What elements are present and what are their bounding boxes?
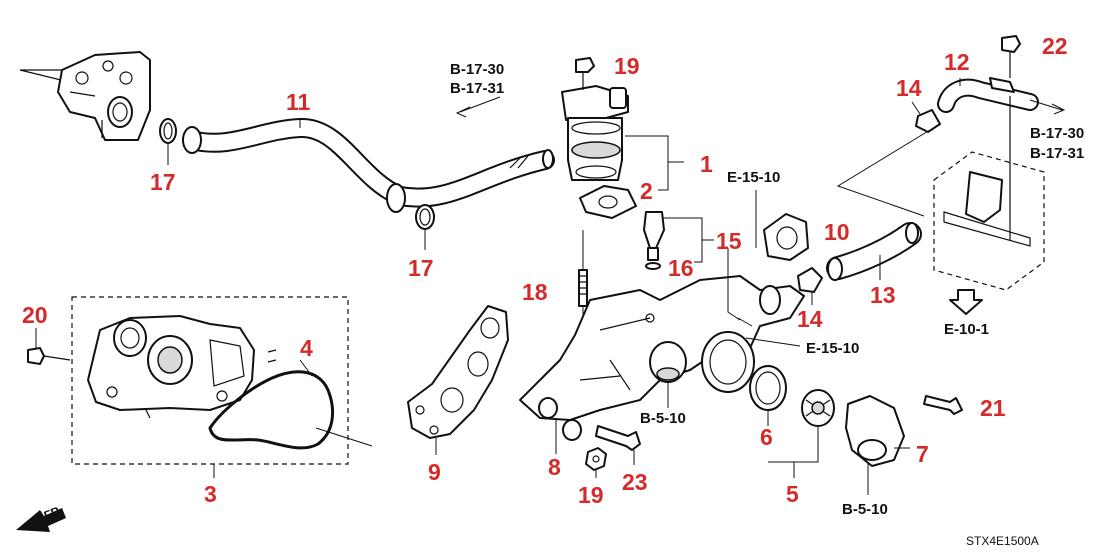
callout-19-bottom: 19 [578,482,604,508]
part-19-bolt-top [575,57,595,90]
callout-14-upper: 14 [896,75,922,101]
part-17-clamp-upper [159,118,177,165]
part-21-bolt [923,395,963,415]
part-14-clamp-upper [911,101,941,133]
callout-21: 21 [980,395,1006,421]
part-20-bolt [27,328,71,365]
ref-b5-10-center: B-5-10 [640,410,686,427]
callout-7: 7 [916,441,929,467]
engine-block-fragment [19,51,151,141]
callout-14-lower: 14 [797,306,823,332]
callout-13: 13 [870,282,896,308]
callout-8: 8 [548,454,561,480]
part-7-thermostat-cover [845,395,910,495]
ref-b17-31-top: B-17-31 [450,80,504,97]
ref-b17-top-leader [455,96,501,118]
part-13-bypass-hose [826,222,922,281]
part-12-hose [937,77,1066,115]
part-22-bolt [1001,35,1021,78]
callout-17-lower: 17 [408,255,434,281]
callout-16: 16 [668,255,694,281]
ref-b5-10-bottom: B-5-10 [842,501,888,518]
detail-view-bracket [933,96,1045,291]
callout-18: 18 [522,279,548,305]
part-4-gasket [208,359,373,450]
ref-e15-top-leader [667,190,801,408]
ref-e10-arrow [949,289,983,315]
part-19-nut [585,447,607,478]
callout-4: 4 [300,335,313,361]
part-10-gasket [763,213,809,261]
front-arrow-icon [16,508,66,532]
callout-5: 5 [786,481,799,507]
callout-12: 12 [944,49,970,75]
part-1-egr-valve [561,85,684,191]
part-6-o-ring [749,365,787,426]
ref-b17-31-right: B-17-31 [1030,145,1084,162]
callout-22: 22 [1042,33,1068,59]
callout-2: 2 [640,178,653,204]
callout-10: 10 [824,219,850,245]
callout-17-upper: 17 [150,169,176,195]
callout-11: 11 [286,89,311,115]
callout-3: 3 [204,481,217,507]
water-outlet-housing [519,275,805,441]
ref-e15-10-top: E-15-10 [727,169,780,186]
part-17-clamp-lower [415,204,435,250]
ref-e15-10-mid: E-15-10 [806,340,859,357]
part-11-water-pipe [182,118,555,213]
callout-19-top: 19 [614,53,640,79]
part-2-egr-gasket [579,185,637,219]
callout-23: 23 [622,469,648,495]
part-14-clamp-lower [797,267,823,305]
ref-b17-30-right: B-17-30 [1030,125,1084,142]
front-marker-label: FR. [42,503,65,523]
part-23-bolt [595,425,641,465]
callout-9: 9 [428,459,441,485]
callout-6: 6 [760,424,773,450]
part-5-thermostat [768,389,835,478]
part-3-water-pump [71,296,349,478]
ref-b17-30-top: B-17-30 [450,61,504,78]
diagram-code: STX4E1500A [966,534,1039,548]
callout-20: 20 [22,302,48,328]
ref-b17-right-leader [836,129,931,217]
callout-15: 15 [716,228,742,254]
callout-1: 1 [700,151,713,177]
part-9-housing-gasket [407,305,509,455]
part-15-temp-sensor [643,211,714,263]
part-16-washer [645,262,661,270]
ref-e10-1: E-10-1 [944,321,989,338]
